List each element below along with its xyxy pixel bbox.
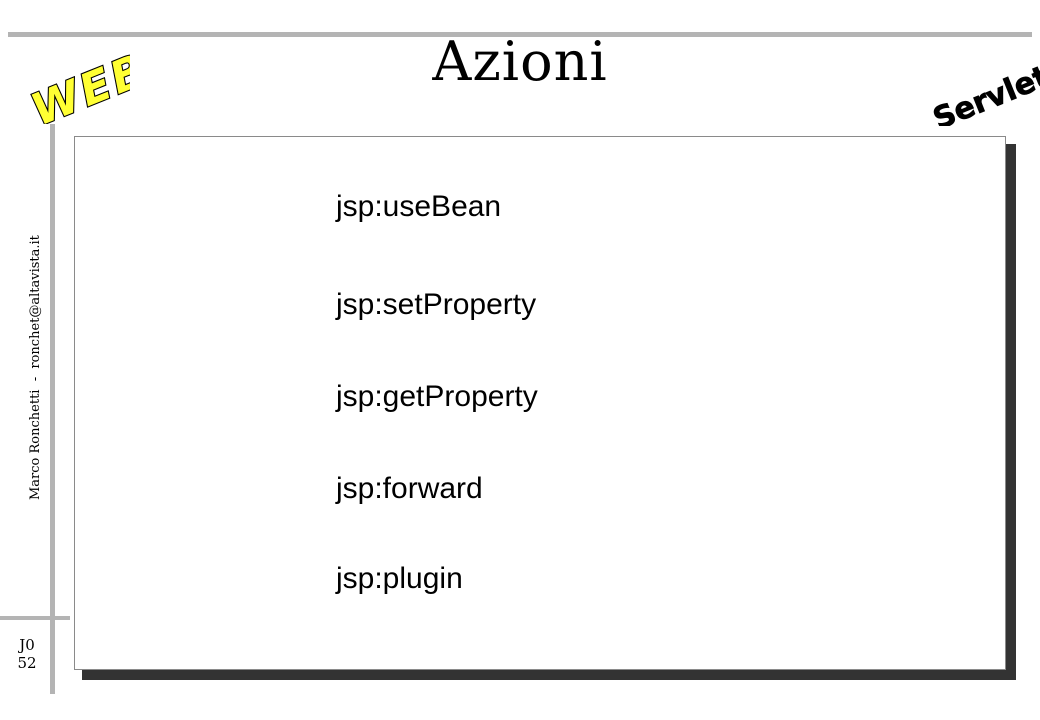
servlets-logo-text: Servlets (928, 52, 1040, 126)
action-usebean: jsp:useBean (336, 190, 502, 223)
bottom-rule (0, 616, 70, 620)
top-rule (8, 32, 1032, 37)
action-setproperty: jsp:setProperty (336, 288, 537, 321)
content-panel (74, 136, 1006, 670)
action-getproperty: jsp:getProperty (336, 380, 538, 413)
slide-title: Azioni (432, 30, 608, 93)
servlets-logo: Servlets (928, 52, 1040, 126)
author-contact: Marco Ronchetti - ronchet@altavista.it (28, 235, 43, 500)
action-plugin: jsp:plugin (336, 562, 463, 595)
left-rule (50, 124, 55, 694)
page-number: J0 52 (12, 636, 42, 672)
web-logo: WEB (23, 44, 130, 124)
page-count: 52 (17, 654, 37, 672)
page-id: J0 (19, 636, 35, 654)
web-logo-text: WEB (24, 44, 130, 124)
action-forward: jsp:forward (336, 472, 483, 505)
